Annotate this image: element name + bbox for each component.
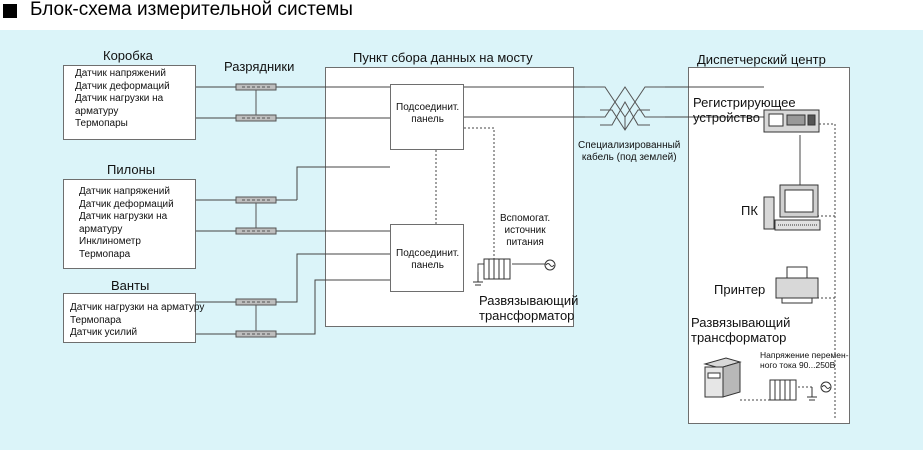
title-bar: Блок-схема измерительной системы xyxy=(0,0,923,30)
transformer-icon xyxy=(769,379,832,401)
control-transformer-label: Развязывающий трансформатор xyxy=(691,315,791,345)
pilony-item: Термопара xyxy=(79,248,131,260)
pilony-item: Датчик нагрузки на xyxy=(79,211,168,223)
diagram-canvas: Коробка Пилоны Ванты Разрядники Пункт сб… xyxy=(0,30,923,450)
transformer-icon xyxy=(473,258,556,286)
pilony-heading: Пилоны xyxy=(107,162,156,177)
korobka-item: Термопары xyxy=(75,118,128,130)
vanty-items: Датчик нагрузки на арматуру Термопара Да… xyxy=(70,302,204,340)
korobka-items: Датчик напряжений Датчик деформаций Датч… xyxy=(75,68,170,131)
panel-bottom-box xyxy=(390,224,464,292)
arrester-icon xyxy=(235,330,277,338)
cable-icon xyxy=(585,86,665,131)
pilony-item: Датчик напряжений xyxy=(79,186,170,197)
korobka-heading: Коробка xyxy=(103,48,153,63)
control-center-heading: Диспетчерский центр xyxy=(697,52,826,67)
pilony-item: Датчик деформаций xyxy=(79,198,174,210)
title-bullet-icon xyxy=(3,4,17,18)
panel-bottom-label: Подсоединит. панель xyxy=(396,248,460,271)
pc-icon xyxy=(763,184,821,231)
arresters-label: Разрядники xyxy=(224,59,295,74)
pilony-item: Инклинометр xyxy=(79,236,141,248)
recorder-label: Регистрирующее устройство xyxy=(693,95,796,125)
arrester-icon xyxy=(235,196,277,204)
vanty-item: Датчик усилий xyxy=(70,327,138,339)
aux-power-label: Вспомогат. источник питания xyxy=(500,213,551,248)
arrester-icon xyxy=(235,83,277,91)
arrester-icon xyxy=(235,114,277,122)
panel-top-label: Подсоединит. панель xyxy=(396,102,460,125)
page-title: Блок-схема измерительной системы xyxy=(30,0,353,20)
pilony-box xyxy=(63,179,196,269)
vanty-item: Датчик нагрузки на арматуру xyxy=(70,302,205,313)
arrester-icon xyxy=(235,227,277,235)
transformer-unit-icon xyxy=(703,357,742,398)
korobka-item: арматуру xyxy=(75,105,119,117)
vanty-heading: Ванты xyxy=(111,278,150,293)
korobka-box xyxy=(63,65,196,140)
pilony-item: арматуру xyxy=(79,223,123,235)
printer-label: Принтер xyxy=(714,282,766,297)
recorder-icon xyxy=(763,109,820,133)
korobka-item: Датчик нагрузки на xyxy=(75,93,164,105)
vanty-item: Термопара xyxy=(70,314,122,326)
pc-label: ПК xyxy=(741,203,758,218)
printer-icon xyxy=(775,266,819,304)
vanty-box xyxy=(63,293,196,343)
korobka-item: Датчик деформаций xyxy=(75,80,170,92)
ac-voltage-label: Напряжение перемен- ного тока 90...250В xyxy=(760,350,849,370)
cable-label: Специализированный кабель (под землей) xyxy=(578,140,681,163)
collection-point-heading: Пункт сбора данных на мосту xyxy=(353,50,533,65)
arrester-group xyxy=(235,83,277,338)
pilony-items: Датчик напряжений Датчик деформаций Датч… xyxy=(79,186,174,262)
arrester-icon xyxy=(235,298,277,306)
korobka-item: Датчик напряжений xyxy=(75,68,166,79)
collection-transformer-label: Развязывающий трансформатор xyxy=(479,293,579,323)
diagram-lines xyxy=(196,83,836,420)
panel-top-box xyxy=(390,84,464,150)
